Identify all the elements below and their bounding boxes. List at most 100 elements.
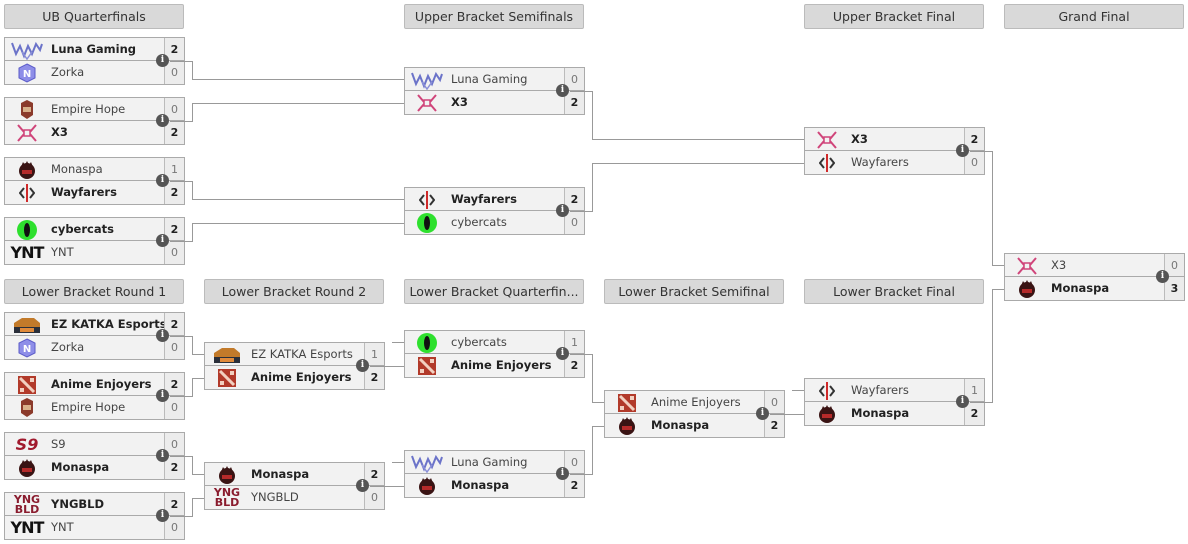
match-info-icon[interactable]: i	[156, 329, 169, 342]
team-name[interactable]: YNGBLD	[251, 490, 299, 504]
match-info-icon[interactable]: i	[556, 347, 569, 360]
header-ub-final: Upper Bracket Final	[804, 4, 984, 29]
team-name[interactable]: Luna Gaming	[451, 72, 528, 86]
match-info-icon[interactable]: i	[156, 389, 169, 402]
yngbld-logo-bottom: BLD	[214, 495, 240, 508]
team-name[interactable]: Empire Hope	[51, 400, 126, 414]
team-name[interactable]: Wayfarers	[51, 185, 117, 199]
team-name[interactable]: X3	[451, 95, 468, 109]
connector-line	[970, 151, 992, 152]
team-name[interactable]: Monaspa	[851, 406, 910, 420]
match-info-icon[interactable]: i	[156, 54, 169, 67]
match-info-icon[interactable]: i	[756, 407, 769, 420]
team-name[interactable]: Wayfarers	[851, 383, 909, 397]
match-info-icon[interactable]: i	[956, 395, 969, 408]
match-info-icon[interactable]: i	[156, 449, 169, 462]
team-name[interactable]: Monaspa	[51, 162, 103, 176]
match-info-icon[interactable]: i	[556, 204, 569, 217]
team-name[interactable]: X3	[851, 132, 868, 146]
team-name[interactable]: cybercats	[451, 215, 507, 229]
match-info-icon[interactable]: i	[156, 234, 169, 247]
match-info-icon[interactable]: i	[156, 509, 169, 522]
team-name[interactable]: X3	[1051, 258, 1067, 272]
team-name[interactable]: YNT	[51, 245, 74, 259]
team-name[interactable]: Luna Gaming	[51, 42, 137, 56]
team-name[interactable]: Anime Enjoyers	[651, 395, 741, 409]
connector-line	[192, 61, 193, 80]
team-name[interactable]: YNGBLD	[51, 497, 105, 511]
team-name[interactable]: EZ KATKA Esports	[51, 317, 167, 331]
team-name[interactable]: Monaspa	[651, 418, 710, 432]
team-name[interactable]: Zorka	[51, 340, 85, 354]
match-info-icon[interactable]: i	[556, 467, 569, 480]
team-score: 0	[964, 151, 984, 174]
team-name[interactable]: Wayfarers	[451, 192, 517, 206]
luna-gaming-logo-icon	[407, 452, 447, 473]
team-name[interactable]: Monaspa	[451, 478, 510, 492]
match-info-icon[interactable]: i	[956, 144, 969, 157]
team-name[interactable]: EZ KATKA Esports	[251, 347, 353, 361]
team-name[interactable]: Zorka	[51, 65, 85, 79]
match-info-icon[interactable]: i	[1156, 270, 1169, 283]
team-row[interactable]: Wayfarers 0	[804, 150, 985, 175]
zorka-logo-icon: N	[7, 62, 47, 83]
match-info-icon[interactable]: i	[356, 479, 369, 492]
team-name[interactable]: X3	[51, 125, 68, 139]
team-name[interactable]: Monaspa	[1051, 281, 1110, 295]
team-name[interactable]: cybercats	[51, 222, 114, 236]
team-name[interactable]: YNT	[51, 520, 74, 534]
team-name[interactable]: cybercats	[451, 335, 507, 349]
match-info-icon[interactable]: i	[556, 84, 569, 97]
s9-logo-icon: S9	[7, 434, 47, 455]
team-name[interactable]: Anime Enjoyers	[251, 370, 352, 384]
team-name[interactable]: Luna Gaming	[451, 455, 528, 469]
x3-logo-icon	[1007, 255, 1047, 276]
match-info-icon[interactable]: i	[156, 114, 169, 127]
team-name[interactable]: Wayfarers	[851, 155, 909, 169]
match-info-icon[interactable]: i	[156, 174, 169, 187]
team-name[interactable]: Monaspa	[251, 467, 310, 481]
team-name[interactable]: Monaspa	[51, 460, 110, 474]
team-name[interactable]: Empire Hope	[51, 102, 126, 116]
team-name[interactable]: S9	[51, 437, 66, 451]
team-name[interactable]: Anime Enjoyers	[451, 358, 552, 372]
match-info-icon[interactable]: i	[356, 359, 369, 372]
team-name[interactable]: Anime Enjoyers	[51, 377, 152, 391]
